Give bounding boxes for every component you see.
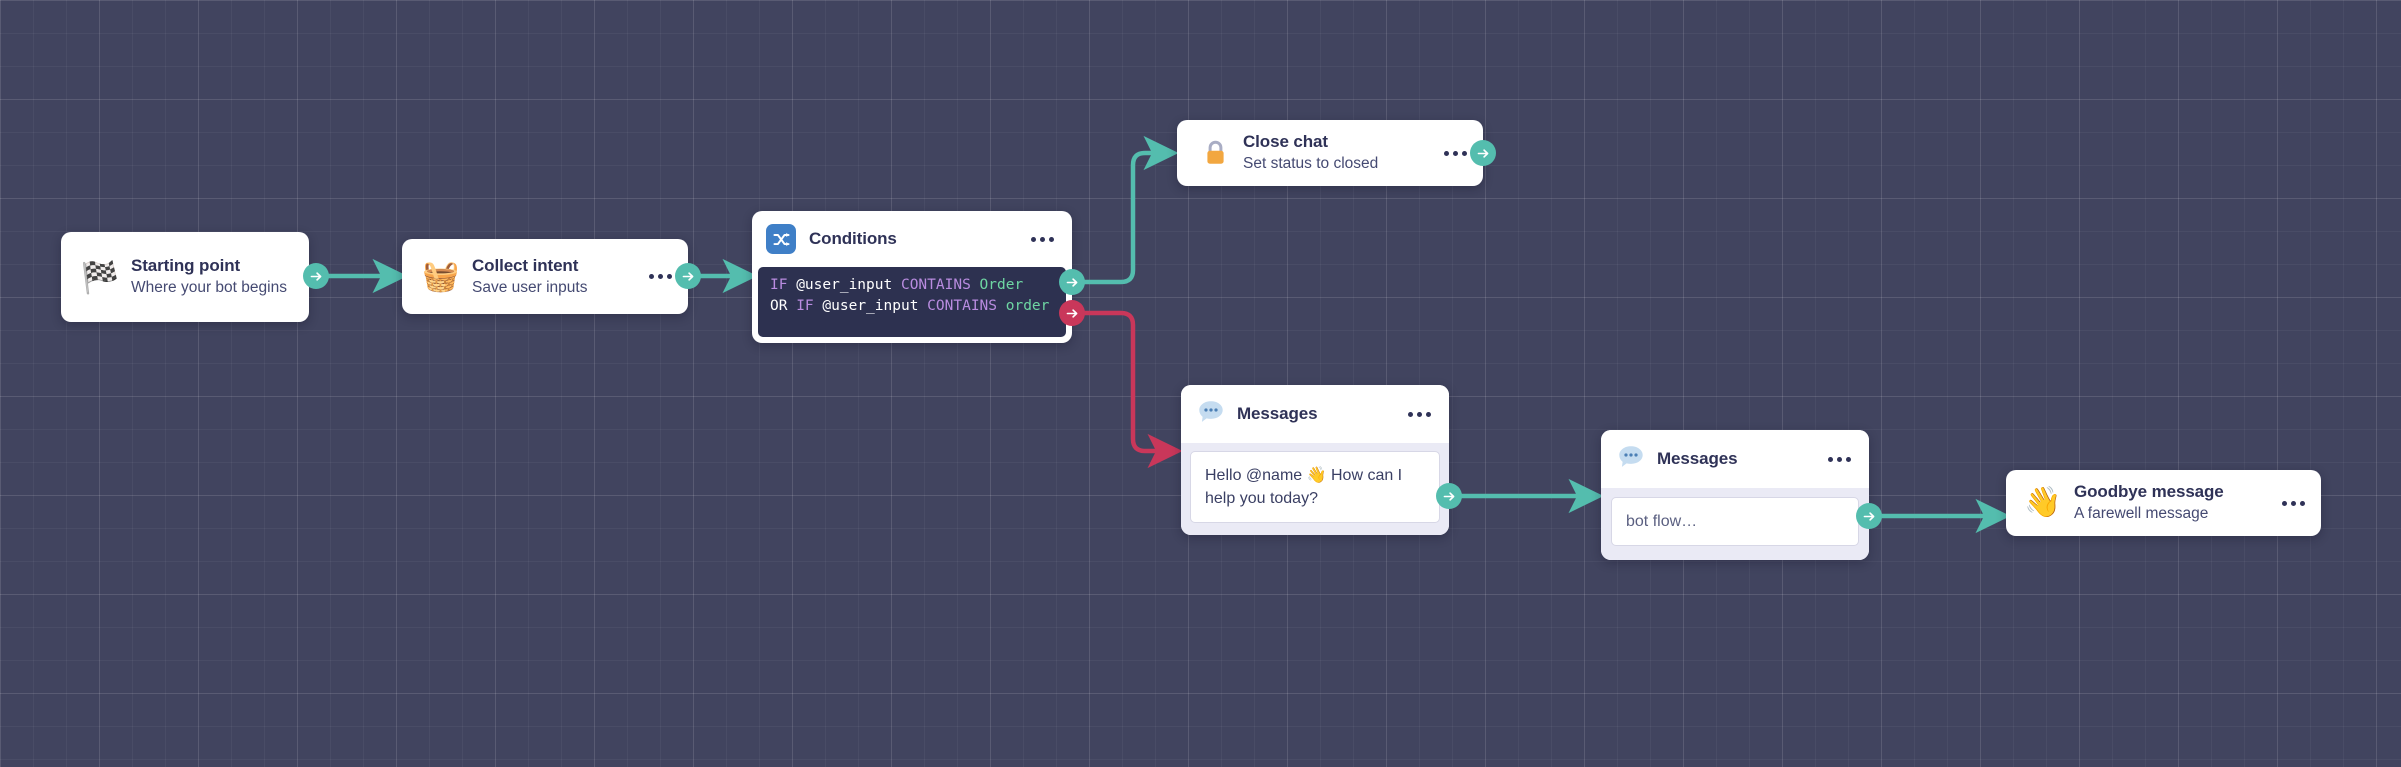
- node-title: Collect intent: [472, 255, 579, 275]
- node-header: Messages: [1601, 430, 1869, 488]
- node-menu-button[interactable]: [1406, 406, 1433, 423]
- node-title: Messages: [1237, 403, 1318, 423]
- dot: [2291, 500, 2296, 506]
- message-body: bot flow…: [1601, 488, 1869, 560]
- node-text-group: Close chat Set status to closed: [1243, 131, 1442, 175]
- handle-close-chat-output[interactable]: [1470, 140, 1496, 166]
- code-token-value: Order: [970, 277, 1024, 293]
- node-menu-button[interactable]: [2280, 495, 2307, 512]
- shuffle-branch-icon: [766, 224, 796, 254]
- node-starting-point[interactable]: 🏁 Starting point Where your bot begins: [61, 232, 309, 322]
- node-close-chat[interactable]: Close chat Set status to closed: [1177, 120, 1483, 186]
- node-title: Close chat: [1243, 132, 1328, 152]
- dot: [1417, 411, 1422, 417]
- dot: [1837, 456, 1842, 462]
- node-text-group: Starting point Where your bot begins: [131, 255, 293, 299]
- node-header: Conditions: [752, 211, 1072, 267]
- edge-conditions-to-messages-1: [1082, 310, 1183, 469]
- node-menu-button[interactable]: [1442, 145, 1469, 162]
- lock-icon: [1195, 139, 1235, 168]
- node-title: Starting point: [131, 256, 241, 276]
- dot: [667, 274, 672, 279]
- code-token-variable: @user_input: [787, 277, 893, 293]
- node-header: Messages: [1181, 385, 1449, 443]
- dot: [1040, 236, 1045, 242]
- dot: [1846, 456, 1851, 462]
- speech-bubble-icon: [1617, 444, 1645, 475]
- handle-start-output[interactable]: [303, 263, 329, 289]
- dot: [1828, 456, 1833, 462]
- dot: [1426, 411, 1431, 417]
- node-collect-intent[interactable]: 🧺 Collect intent Save user inputs: [402, 239, 688, 314]
- handle-messages-2-output[interactable]: [1856, 503, 1882, 529]
- message-text-input[interactable]: bot flow…: [1611, 497, 1859, 546]
- handle-messages-1-output[interactable]: [1436, 483, 1462, 509]
- code-token-keyword: CONTAINS: [918, 298, 998, 314]
- handle-conditions-output-true[interactable]: [1059, 269, 1085, 295]
- code-line: OR IF @user_input CONTAINS order: [770, 296, 1054, 317]
- node-text-group: Goodbye message A farewell message: [2074, 481, 2280, 525]
- dot: [1031, 236, 1036, 242]
- node-subtitle: Set status to closed: [1243, 155, 1379, 173]
- node-messages-1[interactable]: Messages Hello @name 👋 How can I help yo…: [1181, 385, 1449, 535]
- dot: [1453, 150, 1458, 156]
- speech-bubble-icon: [1197, 399, 1225, 430]
- node-goodbye-message[interactable]: 👋 Goodbye message A farewell message: [2006, 470, 2321, 536]
- node-subtitle: Save user inputs: [472, 278, 588, 296]
- code-token-keyword: CONTAINS: [892, 277, 971, 293]
- code-token-value: order: [997, 298, 1050, 314]
- code-token-or: OR: [770, 298, 788, 314]
- node-title: Goodbye message: [2074, 482, 2224, 502]
- handle-collect-output[interactable]: [675, 263, 701, 289]
- node-menu-button[interactable]: [1029, 231, 1056, 248]
- waving-hand-icon: 👋: [2024, 486, 2062, 519]
- dot: [1444, 150, 1449, 156]
- node-subtitle: A farewell message: [2074, 505, 2209, 523]
- message-body: Hello @name 👋 How can I help you today?: [1181, 443, 1449, 535]
- node-messages-2[interactable]: Messages bot flow…: [1601, 430, 1869, 560]
- dot: [649, 274, 654, 279]
- code-token-keyword: IF: [770, 277, 788, 293]
- dot: [1049, 236, 1054, 242]
- edge-conditions-to-close-chat: [1082, 135, 1179, 285]
- handle-conditions-output-false[interactable]: [1059, 300, 1085, 326]
- dot: [1408, 411, 1413, 417]
- code-token-keyword: IF: [787, 298, 814, 314]
- dot: [1462, 150, 1467, 156]
- node-menu-button[interactable]: [647, 268, 674, 285]
- node-menu-button[interactable]: [1826, 451, 1853, 468]
- node-text-group: Collect intent Save user inputs: [472, 255, 647, 299]
- code-line: IF @user_input CONTAINS Order: [770, 275, 1054, 296]
- node-title: Conditions: [809, 228, 897, 248]
- dot: [2300, 500, 2305, 506]
- code-token-variable: @user_input: [813, 298, 919, 314]
- basket-icon: 🧺: [422, 259, 460, 293]
- message-text-input[interactable]: Hello @name 👋 How can I help you today?: [1190, 451, 1440, 523]
- node-conditions[interactable]: Conditions IF @user_input CONTAINS Order…: [752, 211, 1072, 343]
- dot: [658, 274, 663, 279]
- node-subtitle: Where your bot begins: [131, 279, 287, 297]
- dot: [2282, 500, 2287, 506]
- node-title: Messages: [1657, 448, 1738, 468]
- checkered-flag-icon: 🏁: [80, 259, 120, 295]
